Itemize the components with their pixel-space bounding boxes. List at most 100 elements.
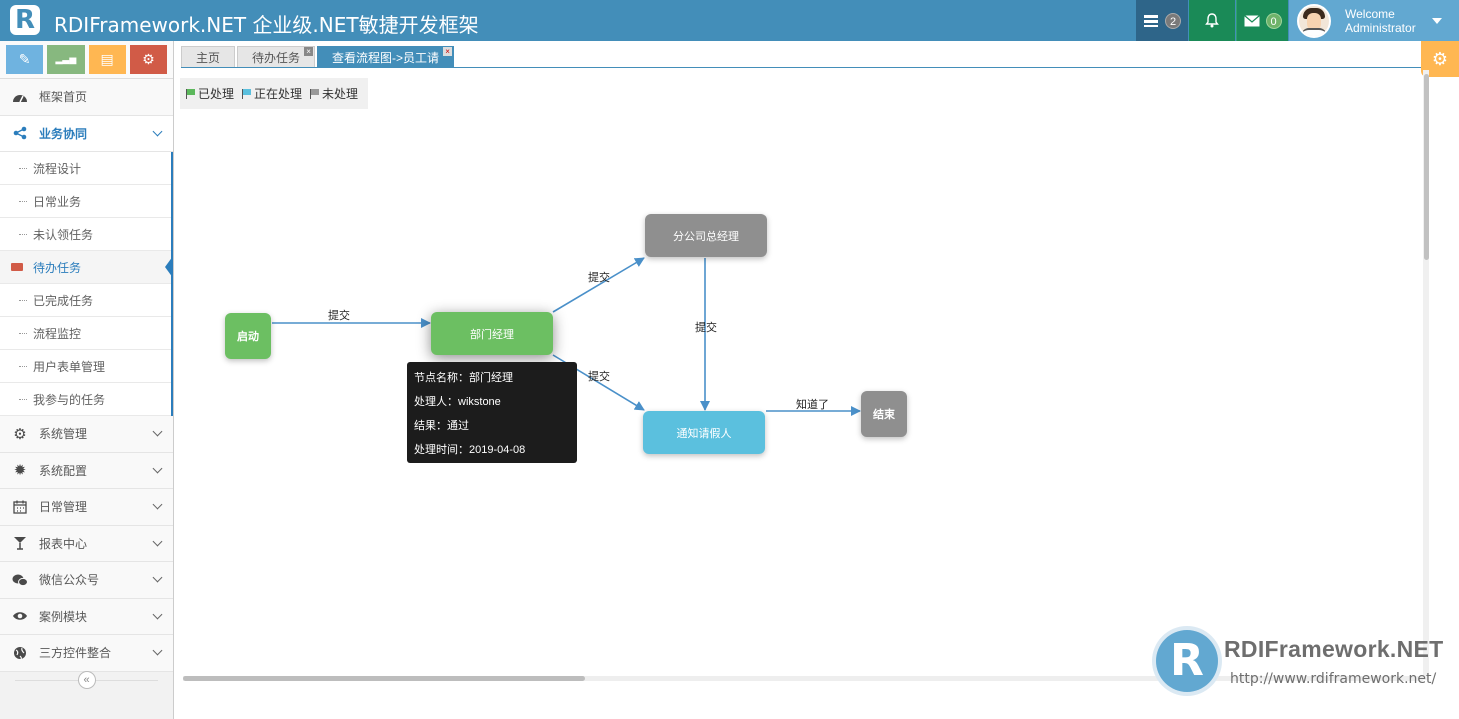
legend-label: 正在处理 (254, 87, 303, 101)
node-dept-manager[interactable]: 部门经理 (431, 312, 553, 355)
gear-icon: ✹ (13, 462, 27, 480)
tooltip-node-name: 节点名称：部门经理 (414, 372, 513, 384)
submenu-item-my-tasks[interactable]: 我参与的任务 (0, 383, 171, 416)
bell-icon (1205, 13, 1219, 28)
node-start[interactable]: 启动 (225, 313, 271, 359)
submenu-item-flow-monitor[interactable]: 流程监控 (0, 317, 171, 350)
sidebar-item-reports[interactable]: 报表中心 (0, 525, 173, 562)
tooltip-result: 结果：通过 (414, 420, 469, 432)
book-shortcut-button[interactable]: ▤ (88, 45, 126, 74)
submenu-item-label: 未认领任务 (33, 227, 94, 242)
submenu-item-label: 待办任务 (33, 260, 82, 275)
avatar (1297, 3, 1331, 38)
node-end[interactable]: 结束 (861, 391, 907, 437)
submenu-item-completed-tasks[interactable]: 已完成任务 (0, 284, 171, 317)
watermark-title: RDIFramework.NET (1224, 636, 1444, 662)
horizontal-scrollbar[interactable] (183, 676, 1423, 681)
close-icon[interactable]: × (304, 47, 314, 56)
sidebar-item-label: 系统配置 (39, 463, 88, 478)
list-icon (11, 263, 23, 271)
sidebar-item-system-config[interactable]: ✹ 系统配置 (0, 452, 173, 489)
close-icon[interactable]: × (443, 47, 453, 56)
node-label: 启动 (237, 331, 259, 343)
green-flag-icon (186, 89, 195, 99)
globe-icon (11, 645, 29, 661)
business-submenu: 流程设计 日常业务 未认领任务 待办任务 已完成任务 流程监控 用户表单管理 我… (0, 152, 173, 416)
legend-processing: 正在处理 (242, 85, 302, 102)
tab-label: 主页 (196, 51, 221, 65)
sidebar-item-label: 日常管理 (39, 500, 88, 515)
sidebar-item-wechat[interactable]: 微信公众号 (0, 562, 173, 599)
collapse-sidebar-button[interactable]: « (77, 671, 96, 689)
legend-processed: 已处理 (186, 85, 234, 102)
messages-button[interactable]: 0 (1236, 0, 1288, 41)
submenu-item-unclaimed-tasks[interactable]: 未认领任务 (0, 218, 171, 251)
tab-divider (181, 67, 1421, 68)
sidebar-item-home[interactable]: 框架首页 (0, 79, 173, 116)
sidebar-item-label: 案例模块 (39, 609, 88, 624)
node-notify[interactable]: 通知请假人 (643, 411, 765, 454)
sidebar-item-label: 三方控件整合 (39, 646, 112, 661)
user-menu[interactable]: Welcome Administrator (1289, 0, 1459, 41)
glass-icon (11, 535, 29, 551)
tasks-badge: 2 (1165, 12, 1181, 29)
logo-icon[interactable]: R (10, 5, 40, 35)
tab-todo-tasks[interactable]: 待办任务× (237, 46, 316, 68)
edge-label: 知道了 (796, 399, 829, 411)
app-title[interactable]: RDIFramework.NET 企业级.NET敏捷开发框架 (54, 13, 479, 37)
sidebar-item-examples[interactable]: 案例模块 (0, 598, 173, 635)
wechat-icon (11, 572, 29, 588)
submenu-item-user-forms[interactable]: 用户表单管理 (0, 350, 171, 383)
notifications-button[interactable] (1189, 0, 1235, 41)
tasks-button[interactable]: 2 (1136, 0, 1188, 41)
edge-label: 提交 (588, 371, 610, 383)
cogs-icon: ⚙ (13, 425, 27, 443)
node-label: 分公司总经理 (673, 230, 739, 243)
submenu-item-flow-design[interactable]: 流程设计 (0, 152, 171, 185)
legend-label: 未处理 (322, 87, 359, 101)
node-label: 部门经理 (470, 328, 514, 341)
edge-label: 提交 (695, 322, 717, 334)
sidebar-item-label: 报表中心 (39, 536, 88, 551)
tooltip-handler: 处理人：wikstone (414, 396, 501, 408)
submenu-item-todo-tasks[interactable]: 待办任务 (0, 251, 173, 284)
blue-flag-icon (242, 89, 252, 99)
tachometer-icon (11, 89, 29, 105)
tab-flow-chart[interactable]: 查看流程图->员工请× (317, 46, 455, 68)
book-icon: ▤ (100, 51, 114, 67)
gray-flag-icon (310, 89, 320, 99)
top-navbar: R RDIFramework.NET 企业级.NET敏捷开发框架 2 0 Wel… (0, 0, 1459, 41)
vertical-scroll-thumb[interactable] (1424, 74, 1429, 260)
signal-shortcut-button[interactable]: ▂▃▅ (47, 45, 85, 74)
sidebar-shortcuts: ✎ ▂▃▅ ▤ ⚙ (0, 41, 173, 79)
vertical-scrollbar[interactable] (1423, 70, 1429, 680)
sidebar-collapse: « (0, 666, 173, 694)
pencil-shortcut-button[interactable]: ✎ (6, 45, 44, 74)
sidebar-item-label: 微信公众号 (39, 573, 100, 588)
node-label: 结束 (873, 409, 895, 421)
edge-label: 提交 (588, 272, 610, 284)
horizontal-scroll-thumb[interactable] (183, 676, 585, 681)
submenu-item-label: 日常业务 (33, 194, 82, 209)
watermark-logo-icon: R (1156, 630, 1218, 692)
submenu-item-daily-business[interactable]: 日常业务 (0, 185, 171, 218)
tab-label: 待办任务 (252, 51, 301, 65)
sidebar: ✎ ▂▃▅ ▤ ⚙ 框架首页 业务协同 流程设计 日常业务 未认领任务 待办任务… (0, 41, 174, 719)
submenu-item-label: 流程设计 (33, 161, 82, 176)
sidebar-item-daily-manage[interactable]: 日常管理 (0, 489, 173, 526)
legend-label: 已处理 (198, 87, 235, 101)
legend-pending: 未处理 (310, 85, 358, 102)
tab-home[interactable]: 主页 (181, 46, 236, 68)
sidebar-item-label: 系统管理 (39, 427, 88, 442)
signal-icon: ▂▃▅ (55, 54, 77, 64)
sidebar-item-system-manage[interactable]: ⚙ 系统管理 (0, 416, 173, 453)
submenu-item-label: 我参与的任务 (33, 392, 106, 407)
cogs-shortcut-button[interactable]: ⚙ (129, 45, 167, 74)
sidebar-item-business[interactable]: 业务协同 (0, 115, 173, 152)
node-branch-gm[interactable]: 分公司总经理 (645, 214, 767, 257)
envelope-icon (1243, 14, 1260, 26)
tab-bar: 主页 待办任务× 查看流程图->员工请× (181, 46, 455, 68)
messages-badge: 0 (1265, 12, 1282, 29)
node-tooltip: 节点名称：部门经理 处理人：wikstone 结果：通过 处理时间：2019-0… (407, 362, 577, 480)
cogs-icon: ⚙ (142, 51, 155, 67)
